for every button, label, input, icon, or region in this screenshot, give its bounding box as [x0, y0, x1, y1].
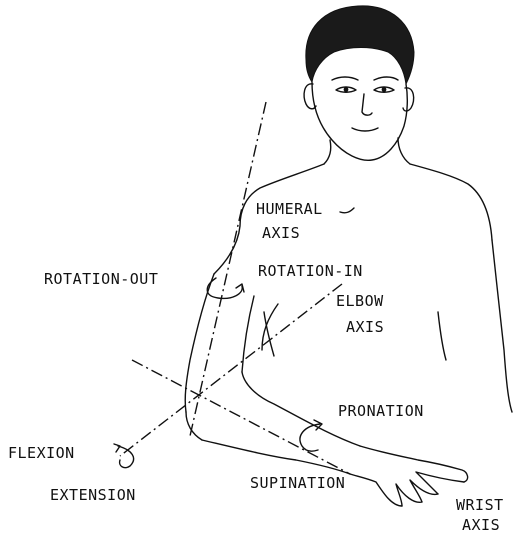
wrist-axis-line	[132, 360, 350, 474]
neck-left	[324, 140, 331, 164]
rotation-out-label: ROTATION-OUT	[44, 270, 158, 288]
mouth	[352, 128, 378, 131]
wrist-axis-label-1: WRIST	[456, 496, 504, 514]
left-eyebrow	[332, 77, 358, 80]
arm-figure	[185, 274, 467, 506]
elbow-axis-label-1: ELBOW	[336, 292, 384, 310]
flexion-label: FLEXION	[8, 444, 75, 462]
elbow-axis-label-2: AXIS	[346, 318, 384, 336]
labels: HUMERAL AXIS ROTATION-OUT ROTATION-IN EL…	[8, 200, 504, 534]
supination-label: SUPINATION	[250, 474, 345, 492]
rotation-in-label: ROTATION-IN	[258, 262, 363, 280]
motion-arrows	[114, 278, 322, 468]
finger-2	[410, 480, 438, 502]
humeral-axis-label-2: AXIS	[262, 224, 300, 242]
forearm-lower	[202, 440, 350, 474]
flexion-arrowhead	[114, 444, 120, 452]
pronation-label: PRONATION	[338, 402, 424, 420]
rotation-arrowhead	[236, 284, 244, 292]
face-outline	[312, 82, 407, 160]
right-ear	[403, 88, 414, 111]
extension-label: EXTENSION	[50, 486, 136, 504]
finger-4	[350, 474, 402, 506]
elbow-axis-line	[120, 284, 342, 456]
right-shoulder	[410, 164, 492, 240]
axes	[120, 102, 350, 474]
flexion-arrow	[118, 446, 134, 468]
nose	[362, 94, 372, 115]
right-armpit	[438, 312, 446, 360]
collar-line	[340, 208, 354, 213]
hand-back	[360, 446, 468, 482]
neck-right	[398, 138, 410, 164]
right-eyebrow	[374, 77, 398, 80]
humeral-axis-line	[190, 102, 266, 436]
right-arm-outline	[492, 240, 512, 412]
upper-arm-inner	[242, 296, 254, 372]
humeral-axis-label-1: HUMERAL	[256, 200, 323, 218]
left-pupil	[344, 87, 349, 92]
hair	[306, 6, 414, 84]
right-pupil	[382, 87, 387, 92]
wrist-axis-label-2: AXIS	[462, 516, 500, 534]
head-figure	[304, 6, 414, 160]
elbow-outer	[186, 412, 202, 440]
